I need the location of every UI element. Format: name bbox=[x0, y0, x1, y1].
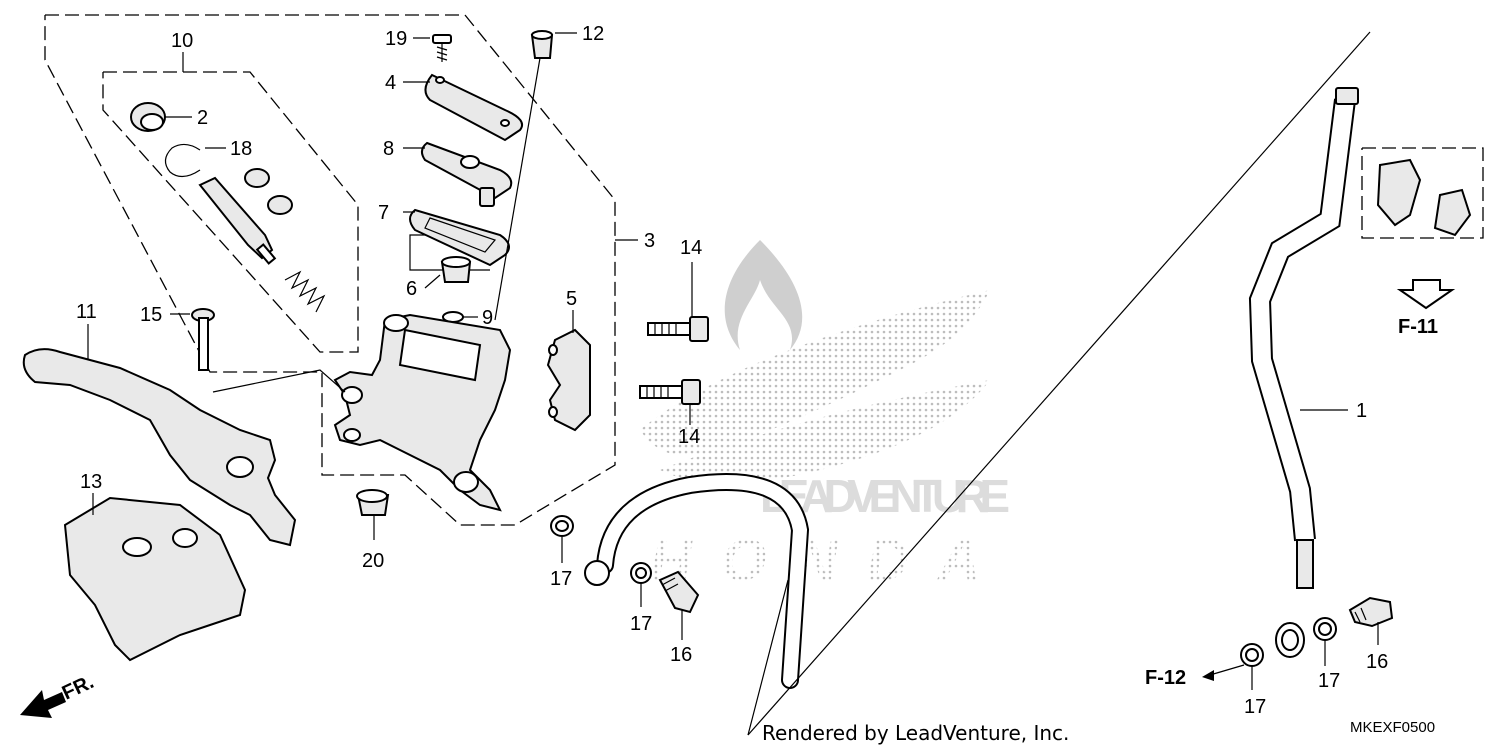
pivot-bolt-15 bbox=[191, 308, 215, 371]
inset-f11-boundary bbox=[1361, 147, 1484, 239]
bolt-14-upper bbox=[647, 316, 709, 342]
callout-15: 15 bbox=[140, 304, 162, 326]
assembly-10-boundary bbox=[102, 71, 359, 353]
washer-17b bbox=[630, 562, 652, 584]
reservoir-cap-4 bbox=[424, 73, 524, 142]
callout-16-left: 16 bbox=[670, 644, 692, 666]
lever-cover-13 bbox=[63, 496, 247, 662]
callout-9: 9 bbox=[482, 307, 493, 329]
callout-3: 3 bbox=[644, 230, 655, 252]
seal-lower bbox=[267, 195, 293, 215]
callout-12: 12 bbox=[582, 23, 604, 45]
callout-14-upper: 14 bbox=[680, 237, 702, 259]
callout-6: 6 bbox=[406, 278, 417, 300]
assembly-3-boundary bbox=[44, 14, 616, 526]
callout-17-c: 17 bbox=[1244, 696, 1266, 718]
callout-17-a: 17 bbox=[550, 568, 572, 590]
f12-arrow-line bbox=[1209, 664, 1245, 676]
watermark-wing-icon bbox=[640, 290, 990, 456]
master-cylinder-3 bbox=[333, 313, 512, 512]
credit-text: Rendered by LeadVenture, Inc. bbox=[762, 721, 1069, 745]
float-6 bbox=[440, 256, 472, 283]
callout-18: 18 bbox=[230, 138, 252, 160]
diagonal-line bbox=[747, 579, 789, 736]
callout-17-b: 17 bbox=[630, 613, 652, 635]
callout-16-right: 16 bbox=[1366, 651, 1388, 673]
cap-20 bbox=[356, 489, 390, 516]
callout-4: 4 bbox=[385, 72, 396, 94]
callout-14-lower: 14 bbox=[678, 426, 700, 448]
spring bbox=[284, 270, 326, 313]
brake-hose-1 bbox=[1248, 87, 1359, 658]
boot-2 bbox=[130, 102, 166, 132]
callout-19: 19 bbox=[385, 28, 407, 50]
inset-clamp bbox=[1433, 188, 1472, 237]
front-arrow-icon bbox=[20, 690, 66, 718]
banjo-bolt-16b bbox=[1348, 596, 1394, 628]
callout-5: 5 bbox=[566, 288, 577, 310]
washer-17a bbox=[550, 515, 574, 537]
washer-17c bbox=[1240, 643, 1264, 667]
inset-clamp bbox=[1376, 158, 1422, 227]
diagram-code: MKEXF0500 bbox=[1350, 719, 1435, 736]
arrow-left-icon bbox=[1202, 670, 1214, 681]
callout-13: 13 bbox=[80, 471, 102, 493]
reference-f12: F-12 bbox=[1145, 667, 1186, 689]
holder-5 bbox=[546, 328, 591, 432]
diagonal-line bbox=[747, 31, 1371, 736]
watermark: LEADVENTURE HONDA bbox=[640, 240, 1010, 593]
watermark-wing-icon bbox=[660, 380, 990, 484]
watermark-flame-icon bbox=[724, 240, 803, 350]
callout-17-d: 17 bbox=[1318, 670, 1340, 692]
banjo-bolt-16a bbox=[658, 570, 700, 614]
callout-8: 8 bbox=[383, 138, 394, 160]
circlip-18 bbox=[164, 143, 201, 178]
watermark-brand-text: HONDA bbox=[650, 528, 980, 593]
leader-lines bbox=[87, 32, 1379, 690]
callout-2: 2 bbox=[197, 107, 208, 129]
callout-10: 10 bbox=[171, 30, 193, 52]
washer-17d bbox=[1313, 617, 1337, 641]
piston bbox=[198, 176, 277, 265]
callout-11: 11 bbox=[76, 301, 97, 323]
diaphragm-plate-8 bbox=[421, 141, 513, 200]
reference-f11: F-11 bbox=[1398, 316, 1438, 338]
callout-7: 7 bbox=[378, 202, 389, 224]
callout-1: 1 bbox=[1356, 400, 1367, 422]
brake-lever-11 bbox=[22, 348, 297, 547]
seal-upper bbox=[244, 168, 270, 188]
bolt-14-lower bbox=[639, 379, 701, 405]
callout-20: 20 bbox=[362, 550, 384, 572]
screw-19 bbox=[432, 34, 452, 62]
cap-12 bbox=[530, 30, 554, 59]
arrow-down-icon bbox=[1396, 279, 1456, 310]
